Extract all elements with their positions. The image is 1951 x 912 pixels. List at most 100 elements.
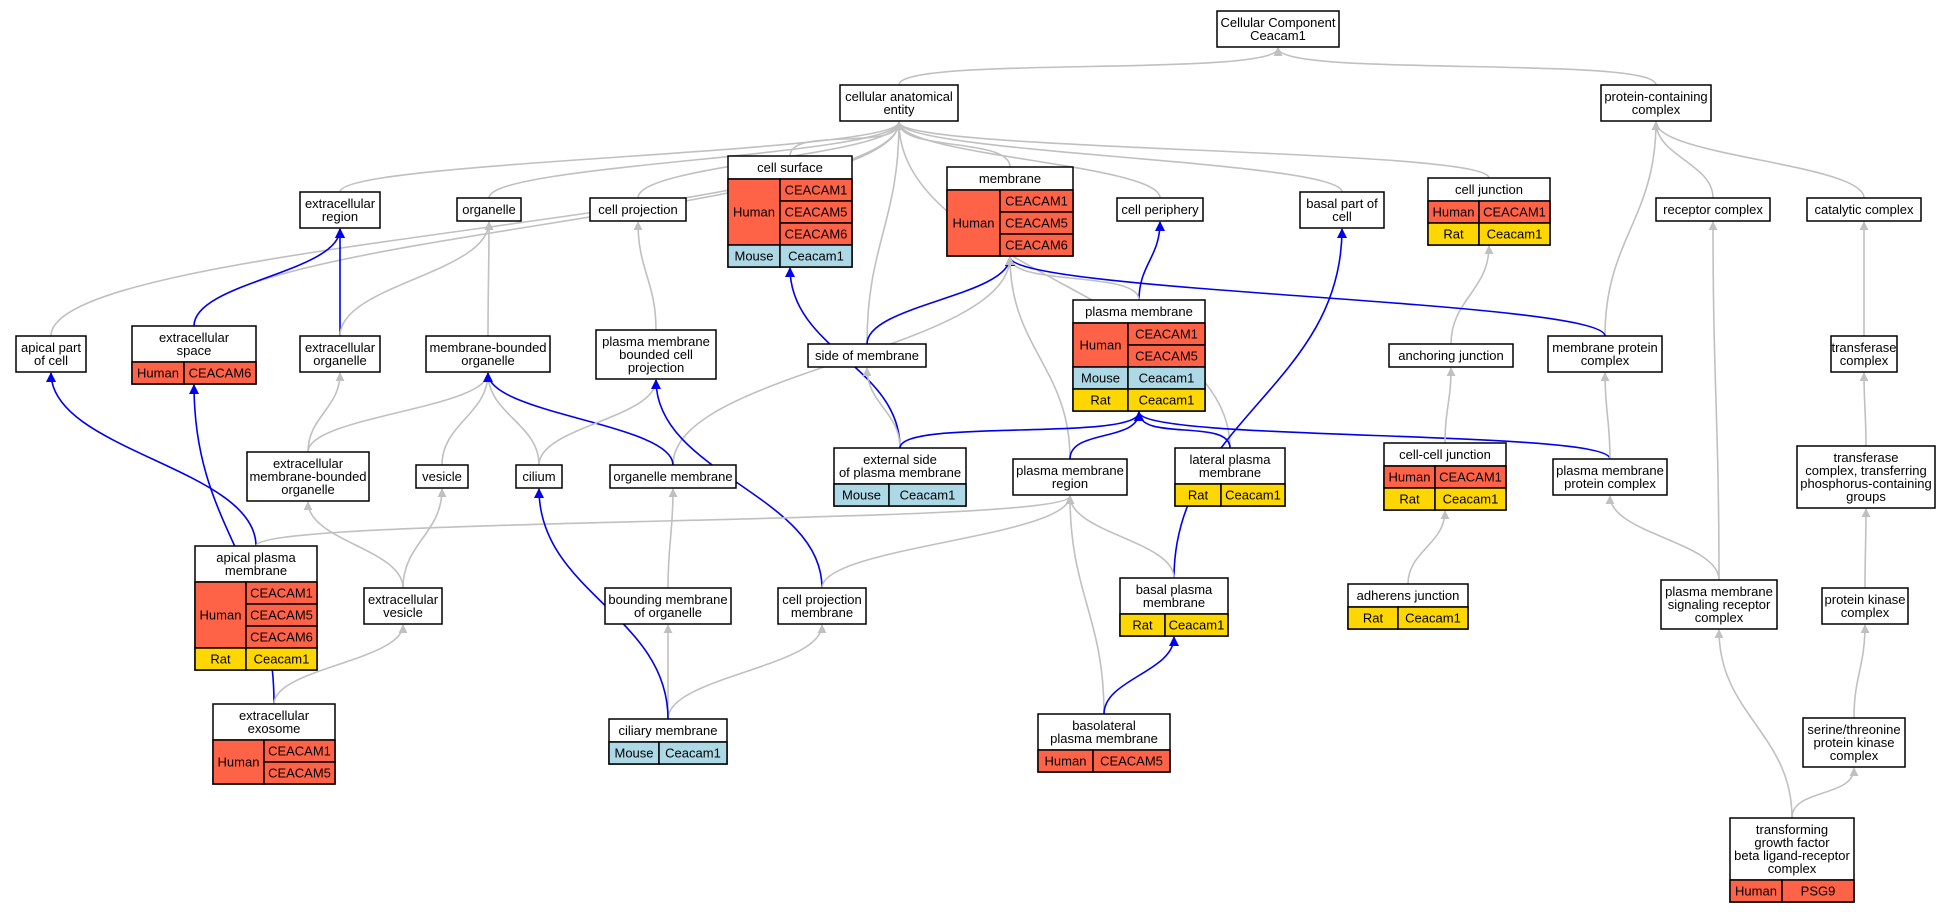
- node-anchoring-junction[interactable]: anchoring junction: [1388, 343, 1514, 368]
- gene-label: CEACAM5: [250, 608, 313, 623]
- node-apical-pm[interactable]: apical plasmamembraneHumanCEACAM1CEACAM5…: [194, 545, 318, 671]
- gene-label: CEACAM1: [785, 183, 848, 198]
- node-box: [363, 587, 443, 625]
- node-label-line: complex: [1830, 748, 1879, 763]
- node-box: [1806, 197, 1922, 222]
- node-cilium[interactable]: cilium: [515, 464, 563, 489]
- node-label-line: protein-containing: [1604, 89, 1707, 104]
- node-label-line: receptor complex: [1663, 202, 1763, 217]
- species-label: Rat: [1443, 227, 1464, 242]
- node-label-line: basal part of: [1306, 196, 1378, 211]
- node-catalytic-complex[interactable]: catalytic complex: [1806, 197, 1922, 222]
- node-label-line: of organelle: [634, 605, 702, 620]
- edge-anchoring-junction-to-cell-junction: [1450, 245, 1494, 345]
- node-label-line: beta ligand-receptor: [1734, 848, 1850, 863]
- node-label-line: cell: [1332, 209, 1352, 224]
- edge-plasma-membrane-to-cell-periphery: [1138, 221, 1165, 301]
- node-cell-projection[interactable]: cell projection: [589, 197, 687, 222]
- node-receptor-complex[interactable]: receptor complex: [1655, 197, 1771, 222]
- gene-label: CEACAM5: [1135, 349, 1198, 364]
- edge-ciliary-membrane-to-cp-membrane: [667, 624, 827, 720]
- node-organelle-membrane[interactable]: organelle membrane: [609, 464, 737, 489]
- node-side-membrane[interactable]: side of membrane: [807, 343, 927, 368]
- node-box: [839, 84, 959, 122]
- edge-mp-complex-to-pcc: [1604, 121, 1661, 337]
- node-cell-surface[interactable]: cell surfaceHumanCEACAM1CEACAM5CEACAM6Mo…: [727, 155, 853, 268]
- edge-basal-part-to-cae: [894, 121, 1343, 193]
- gene-cell: [1127, 388, 1206, 412]
- species-label: Human: [1735, 884, 1777, 899]
- node-label-line: membrane-bounded: [429, 340, 546, 355]
- edge-ext-space-to-extracellular-region: [193, 228, 345, 327]
- edge-ciliary-membrane-to-cilium: [534, 488, 669, 720]
- species-label: Human: [953, 216, 995, 231]
- edge-cell-surface-to-cae: [789, 121, 904, 157]
- edge-ext-side-pm-to-plasma-membrane: [899, 411, 1144, 449]
- node-cell-periphery[interactable]: cell periphery: [1116, 197, 1204, 222]
- node-label-line: protein kinase: [1814, 735, 1895, 750]
- node-label-line: bounding membrane: [608, 592, 727, 607]
- gene-label: CEACAM1: [268, 744, 331, 759]
- gene-label: Ceacam1: [1225, 488, 1281, 503]
- node-box: [1216, 10, 1340, 48]
- edge-cell-periphery-to-cae: [894, 121, 1161, 199]
- node-label-line: extracellular: [305, 340, 376, 355]
- node-label-line: side of membrane: [815, 348, 919, 363]
- gene-cell: [658, 741, 728, 765]
- edge-cp-membrane-to-pm-proj: [651, 379, 823, 589]
- edge-membrane-to-cae: [894, 121, 1011, 168]
- gene-label: Ceacam1: [900, 488, 956, 503]
- node-vesicle[interactable]: vesicle: [415, 464, 469, 489]
- edge-cell-junction-to-cae: [894, 121, 1490, 179]
- node-label-line: transferase: [1833, 450, 1898, 465]
- node-label-line: organelle membrane: [613, 469, 732, 484]
- species-label: Rat: [210, 652, 231, 667]
- edge-plasma-membrane-to-membrane: [1005, 256, 1140, 301]
- node-label-line: cell projection: [782, 592, 862, 607]
- node-label-line: membrane: [1199, 465, 1261, 480]
- node-organelle[interactable]: organelle: [456, 197, 522, 222]
- node-label-line: cellular anatomical: [845, 89, 953, 104]
- edge-pcc-to-cc-root: [1273, 47, 1657, 86]
- species-label: Mouse: [842, 488, 881, 503]
- node-box: [15, 335, 87, 373]
- node-label-line: serine/threonine: [1807, 722, 1900, 737]
- edge-basolateral-pm-to-basal-pm: [1103, 636, 1179, 715]
- node-box: [1821, 587, 1909, 625]
